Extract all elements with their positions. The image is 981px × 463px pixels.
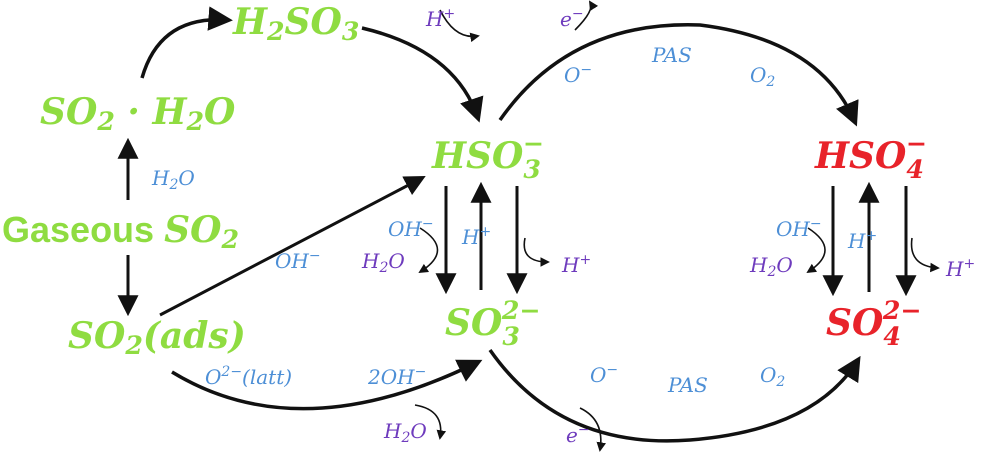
mid-right-curl [523, 237, 550, 267]
e-bottom-curl [579, 407, 606, 452]
arrow-so2ads-to-hso3 [159, 176, 426, 317]
pas-bottom-label: PAS [667, 373, 708, 397]
two-oh-label: 2OH− [367, 364, 426, 389]
arrow-so2h2o-to-h2so3 [140, 6, 233, 79]
right-right-curl [910, 237, 940, 273]
oh-mid-label: OH− [388, 216, 434, 241]
e-top-label: e− [560, 6, 584, 31]
h2o-bottom-label: H2O [383, 419, 427, 446]
h2o-mid-label: H2O [361, 249, 405, 276]
hso4-label: HSO4− [814, 128, 927, 184]
so3-label: SO32− [445, 295, 541, 351]
small-arrows [414, 0, 940, 452]
hplus-right-in-label: H+ [847, 228, 877, 253]
hso3-label: HSO3− [431, 128, 544, 184]
e-bottom-label: e− [566, 422, 590, 447]
oh-right-label: OH− [776, 216, 822, 241]
hplus-right-out-label: H+ [945, 256, 975, 281]
pas-top-label: PAS [651, 43, 692, 67]
hplus-top-curl [439, 9, 480, 43]
gaseous-so2-label: Gaseous SO2 [2, 209, 239, 254]
hplus-top-label: H+ [425, 6, 455, 31]
oh-diagonal-label: OH− [275, 248, 321, 273]
arrow-so3-to-so4 [488, 348, 861, 443]
o2-top-label: O2 [750, 63, 775, 90]
o2-bottom-label: O2 [760, 363, 785, 390]
h2o-left-label: H2O [151, 166, 195, 193]
arrow-so2ads-to-so3 [171, 359, 483, 411]
o-minus-top-label: O− [564, 62, 592, 87]
e-top-curl [574, 0, 599, 31]
hplus-mid-out-label: H+ [561, 252, 591, 277]
hplus-mid-in-label: H+ [461, 224, 491, 249]
arrow-hso3-to-hso4 [498, 23, 859, 127]
arrows [117, 6, 917, 443]
so4-label: SO42− [826, 295, 922, 351]
o2-latt-label: O2−(latt) [205, 364, 292, 389]
arrow-h2so3-to-hso3 [361, 26, 484, 123]
right-left-curl [806, 227, 826, 274]
so2-ads-label: SO2(ads) [68, 315, 246, 360]
mid-left-curl [418, 227, 439, 274]
so2-h2o-label: SO2 · H2O [40, 91, 236, 136]
o-minus-bottom-label: O− [590, 362, 618, 387]
h2so3-label: H2SO3 [232, 1, 359, 46]
h2o-bottom-curl [414, 404, 447, 440]
h2o-right-label: H2O [749, 253, 793, 280]
